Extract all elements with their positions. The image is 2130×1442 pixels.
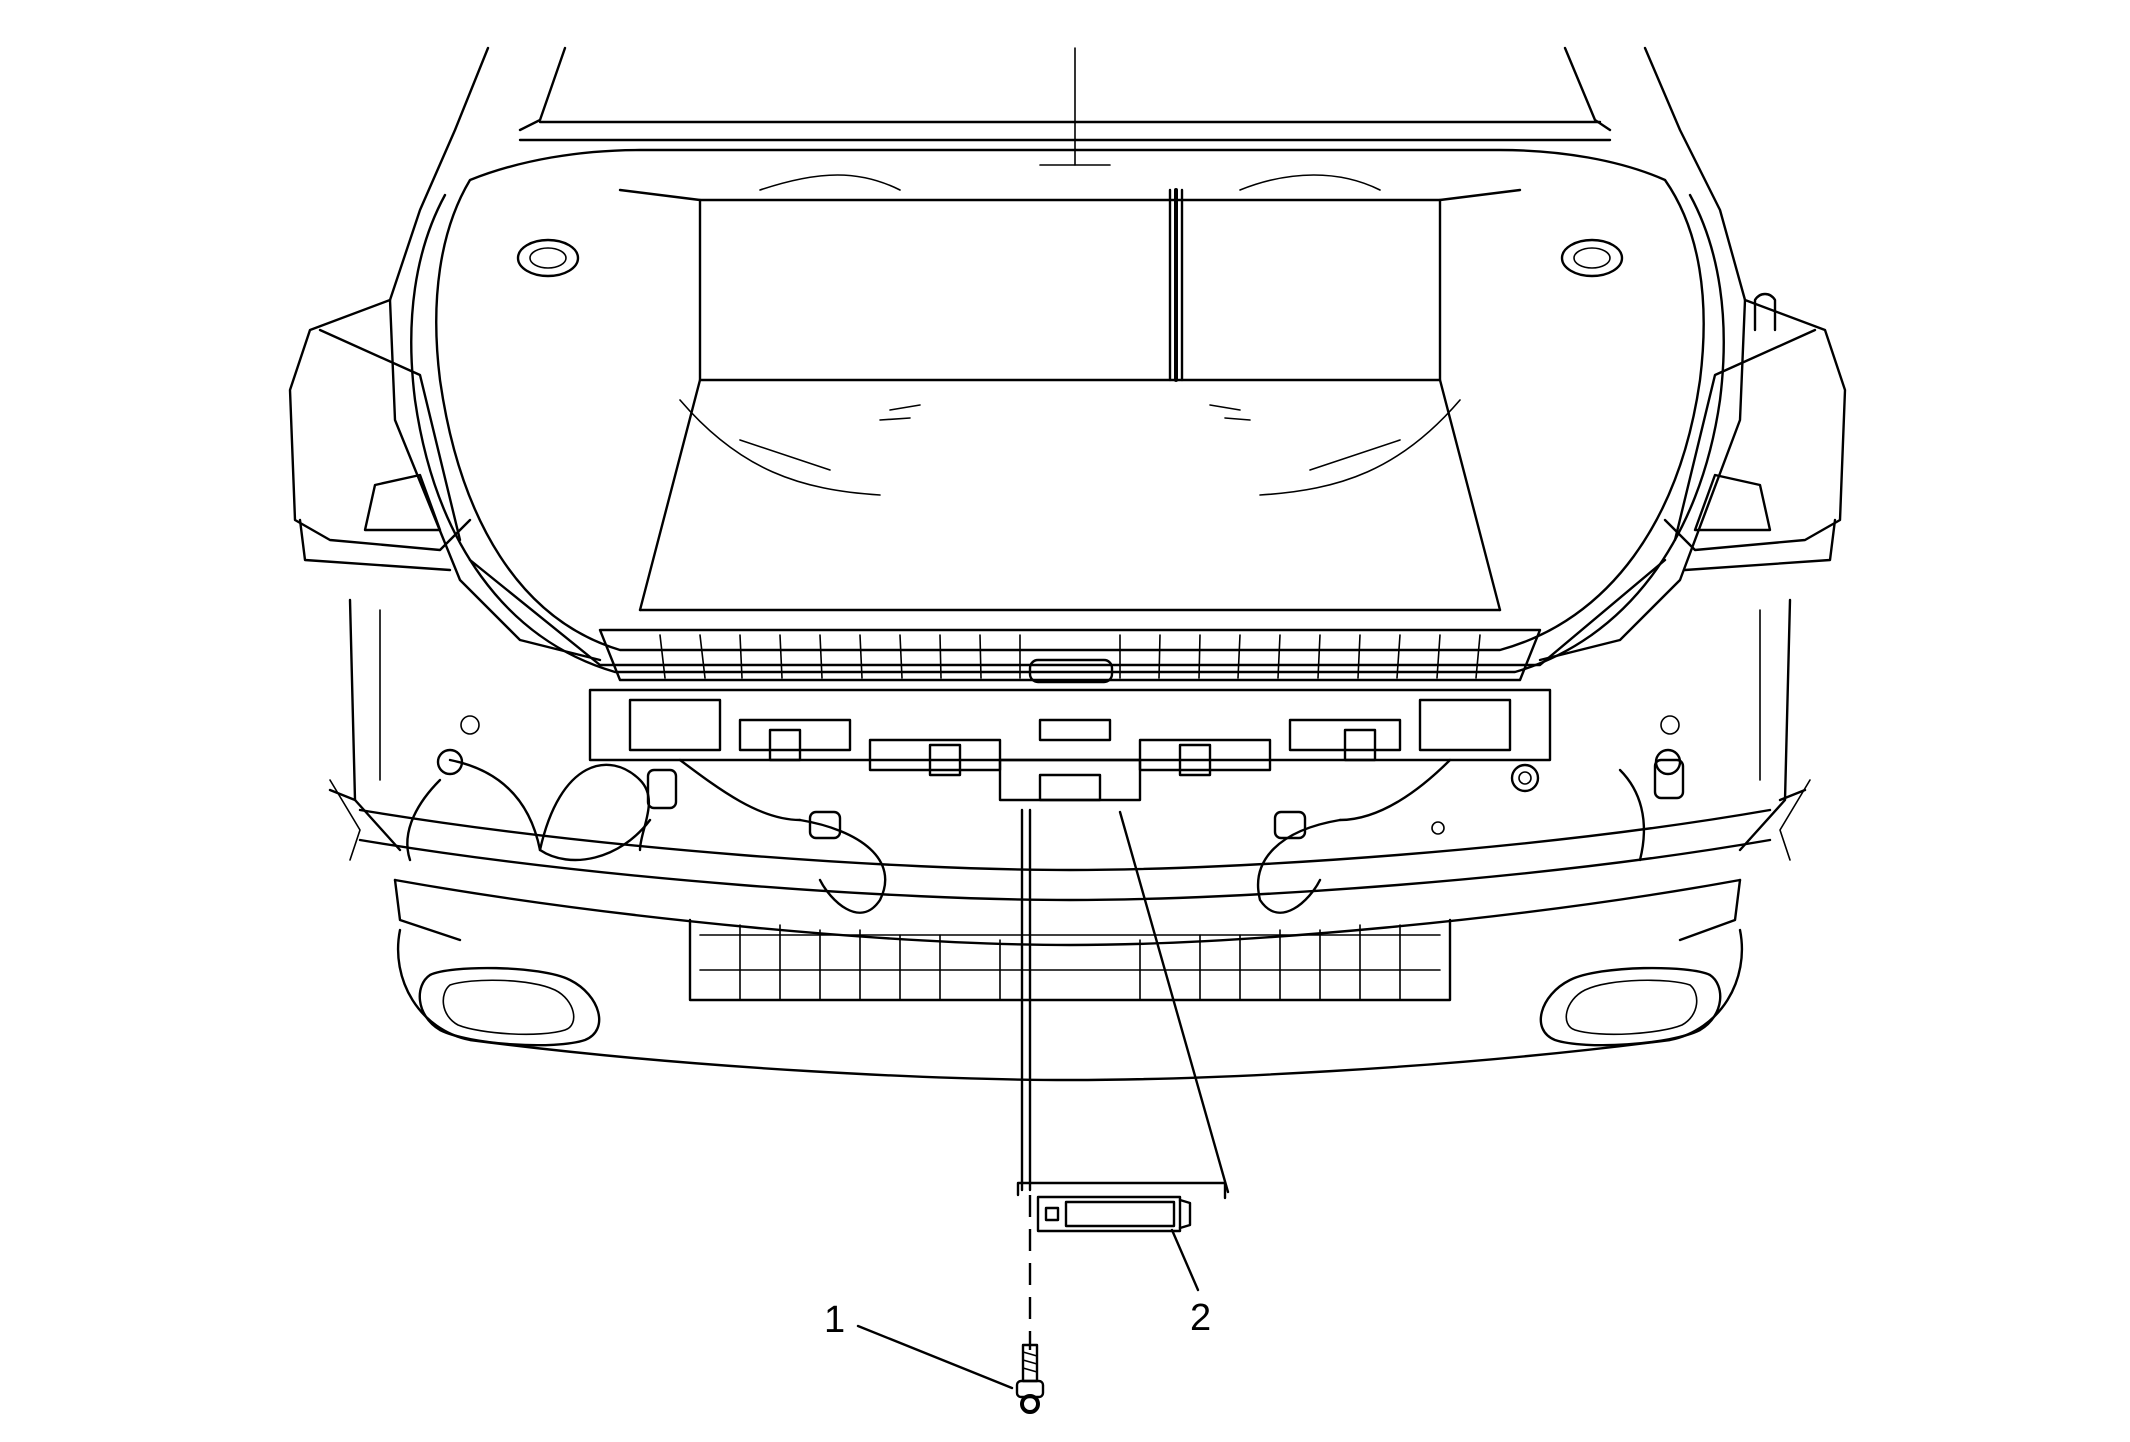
rear-fascia [396, 928, 1744, 1082]
trunk-opening [388, 46, 1747, 674]
wiring-harness [406, 715, 1685, 914]
module-component [1016, 1181, 1227, 1233]
bolt-component [1015, 1343, 1045, 1414]
energy-absorber [328, 779, 1811, 1002]
bumper-reinforcement [588, 688, 1552, 802]
callout-2: 2 [1170, 1228, 1211, 1339]
trunk-interior [516, 174, 1777, 612]
callout-label-2: 2 [1190, 1297, 1211, 1339]
leader-lines [1020, 808, 1230, 1350]
callout-1: 1 [824, 1299, 1014, 1390]
callout-label-1: 1 [824, 1299, 845, 1341]
rear-body [288, 298, 1847, 852]
sill-plate [598, 628, 1542, 684]
